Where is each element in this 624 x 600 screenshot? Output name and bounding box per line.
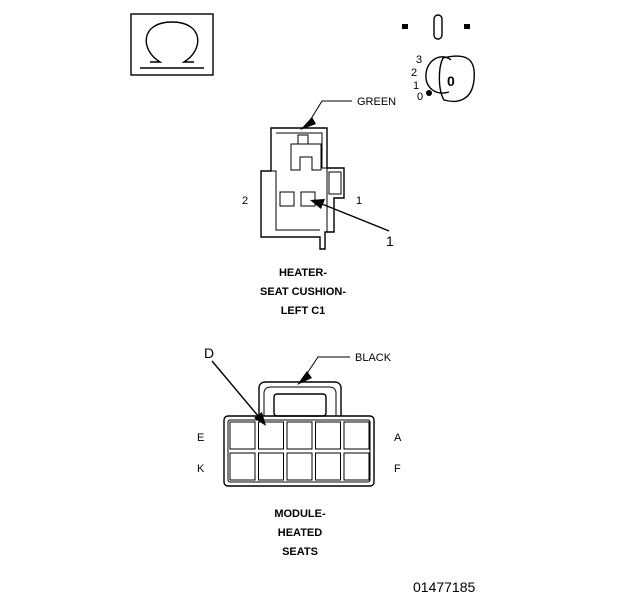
module-cavity-grid (229, 421, 370, 481)
c1-caption-line-2: SEAT CUSHION- (260, 286, 346, 298)
module-cavity (343, 452, 370, 481)
ohm-symbol-icon (130, 13, 214, 76)
module-cavity (286, 452, 313, 481)
key-position-2: 2 (411, 67, 417, 79)
module-cavity (229, 421, 256, 450)
module-cavity (258, 421, 284, 450)
c1-cavity-1 (300, 191, 316, 207)
ignition-off-icon (402, 14, 470, 40)
connector-c1: GREEN 2 1 1 HEATER- SEAT CUSHION- LEFT C… (242, 96, 396, 317)
ignition-key-icon: 3 2 1 0 0 (411, 54, 475, 103)
key-position-3: 3 (416, 54, 422, 66)
c1-pin-left-label: 2 (242, 195, 248, 207)
module-caption-line-2: HEATED (278, 527, 322, 539)
module-row-top-right-label: A (394, 432, 402, 444)
c1-caption-line-3: LEFT C1 (281, 305, 326, 317)
module-callout-label: D (204, 345, 214, 361)
connector-module: BLACK D E A K F MODULE- HEATED SEATS (197, 345, 402, 558)
module-caption-line-1: MODULE- (274, 508, 326, 520)
module-caption-line-3: SEATS (282, 546, 318, 558)
module-cavity (343, 421, 370, 450)
module-cavity (315, 452, 341, 481)
module-wire-color-label: BLACK (355, 352, 392, 364)
key-position-1: 1 (413, 80, 419, 92)
c1-caption-line-1: HEATER- (279, 267, 327, 279)
c1-callout-label: 1 (386, 233, 394, 249)
module-cavity (315, 421, 341, 450)
c1-wire-color-label: GREEN (357, 96, 396, 108)
key-label: 0 (447, 73, 455, 89)
c1-cavity-2 (279, 191, 295, 207)
figure-id: 01477185 (413, 579, 476, 595)
c1-pin-right-label: 1 (356, 195, 362, 207)
module-cavity (229, 452, 256, 481)
key-position-0: 0 (417, 91, 423, 103)
module-row-bottom-left-label: K (197, 463, 205, 475)
module-cavity (286, 421, 313, 450)
module-cavity (258, 452, 284, 481)
module-row-top-left-label: E (197, 432, 204, 444)
module-row-bottom-right-label: F (394, 463, 401, 475)
